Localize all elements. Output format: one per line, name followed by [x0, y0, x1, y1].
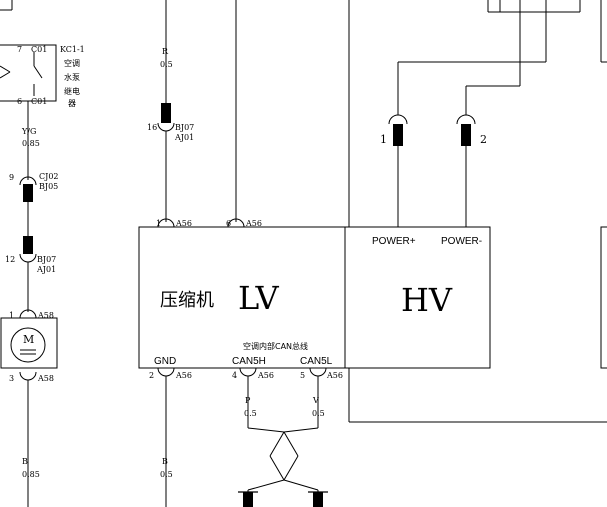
relay-body — [0, 44, 57, 102]
left-wire: Y/G 0.85 9 CJ02 BJ05 12 BJ07 AJ01 — [5, 127, 59, 312]
can5l-label: CAN5L — [300, 356, 333, 367]
conn-bj07-b: AJ01 — [36, 265, 56, 274]
motor-code-bottom: A58 — [37, 374, 54, 383]
hv-conn-2-label: 2 — [480, 133, 487, 146]
relay-code-bottom: C01 — [31, 97, 47, 106]
can-l-wire-size: 0.5 — [312, 409, 325, 418]
relay-name-2: 水泵 — [64, 72, 80, 82]
motor-body — [0, 317, 58, 369]
relay-kc1-1: 7 C01 6 C01 KC1-1 空调 水泵 继电 器 — [0, 0, 85, 158]
conn-cj02-b: BJ05 — [39, 182, 58, 191]
hv-conn-1-label: 1 — [380, 133, 387, 146]
mid-wire-color: R — [162, 47, 169, 56]
relay-name-4: 器 — [68, 99, 76, 108]
compressor-tag: LV — [238, 279, 279, 317]
compressor-lv-block: 1 A56 6 A56 压缩机 LV 空调内部CAN总线 GND CAN5H C… — [138, 218, 346, 380]
can-l-wire-color: V — [312, 396, 319, 405]
right-partial-box — [600, 226, 607, 369]
can5l-pin: 5 — [300, 371, 305, 380]
can5l-code: A56 — [326, 371, 343, 380]
mid-conn-a: BJ07 — [175, 123, 194, 132]
power-minus-label: POWER- — [441, 236, 482, 247]
conn-bj07-pin: 12 — [5, 255, 15, 264]
conn-cj02-a: CJ02 — [39, 172, 59, 181]
left-wire-color-b: B — [22, 457, 28, 466]
bottom-wires: B 0.5 P 0.5 V 0.5 — [160, 376, 328, 507]
relay-pin-top: 7 — [17, 45, 22, 54]
hv-block: 1 2 POWER+ POWER- HV — [344, 0, 607, 423]
relay-id: KC1-1 — [60, 45, 85, 54]
left-wire-size-b: 0.85 — [22, 470, 40, 479]
comp-top-pin-1: 1 — [156, 219, 161, 228]
gnd-pin: 2 — [149, 371, 154, 380]
relay-code-top: C01 — [31, 45, 47, 54]
comp-top-code-1: A56 — [175, 219, 192, 228]
mid-wire-size: 0.5 — [160, 60, 173, 69]
relay-name-1: 空调 — [64, 58, 80, 68]
can-bus-note: 空调内部CAN总线 — [243, 341, 308, 351]
can-h-wire-color: P — [245, 396, 251, 405]
relay-pin-bottom: 6 — [17, 97, 22, 106]
mid-conn-pin: 16 — [147, 123, 157, 132]
motor-pin-top: 1 — [9, 311, 14, 320]
power-plus-label: POWER+ — [372, 236, 416, 247]
conn-bj07-a: BJ07 — [37, 255, 56, 264]
can5h-pin: 4 — [232, 371, 237, 380]
can5h-code: A56 — [257, 371, 274, 380]
left-wire-size-a: 0.85 — [22, 139, 40, 148]
compressor-name: 压缩机 — [160, 290, 214, 311]
gnd-wire-color: B — [162, 457, 168, 466]
hv-tag: HV — [401, 281, 453, 319]
compressor-body — [138, 226, 346, 369]
hv-body — [344, 226, 491, 369]
conn-cj02-pin: 9 — [9, 173, 14, 182]
gnd-label: GND — [154, 356, 176, 367]
motor-symbol-label: M — [23, 333, 34, 346]
can-h-wire-size: 0.5 — [244, 409, 257, 418]
relay-name-3: 继电 — [64, 86, 80, 96]
comp-top-pin-2: 6 — [226, 219, 231, 228]
left-wire-color-a: Y/G — [21, 127, 36, 136]
motor-symbol — [10, 327, 46, 363]
comp-top-code-2: A56 — [245, 219, 262, 228]
middle-wire: R 0.5 16 BJ07 AJ01 — [147, 0, 237, 222]
can5h-label: CAN5H — [232, 356, 266, 367]
motor-pin-bottom: 3 — [9, 374, 14, 383]
gnd-code: A56 — [175, 371, 192, 380]
mid-conn-b: AJ01 — [174, 133, 194, 142]
motor-code-top: A58 — [37, 311, 54, 320]
pump-motor: 1 A58 M 3 A58 B 0.85 — [0, 309, 58, 507]
gnd-wire-size: 0.5 — [160, 470, 173, 479]
